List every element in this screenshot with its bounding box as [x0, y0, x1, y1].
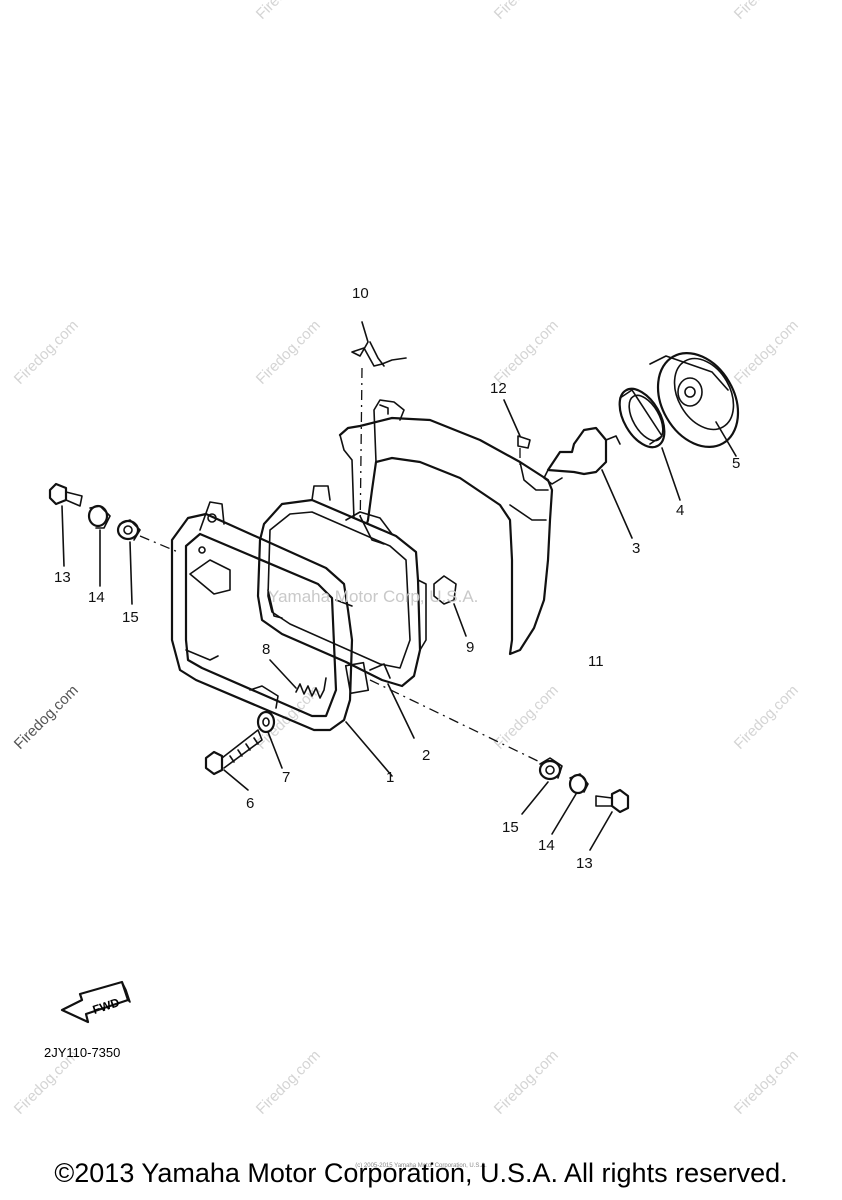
part-9-clip-nut [433, 575, 467, 637]
part-label-11: 11 [588, 653, 604, 670]
part-label-7: 7 [282, 769, 290, 786]
part-labels: 10 12 5 4 3 9 11 13 14 15 8 2 1 7 6 15 1… [54, 285, 740, 872]
watermark-text: Firedog.com [11, 682, 82, 753]
watermark-text: Firedog.com [731, 0, 802, 23]
watermark-center-text: Yamaha Motor Corp, U.S.A. [268, 587, 478, 606]
part-10-clip [351, 321, 407, 541]
diagram-ref-code: 2JY110-7350 [44, 1045, 120, 1060]
part-label-1: 1 [386, 769, 394, 786]
part-12-screw [503, 399, 531, 470]
watermark-text: Firedog.com [731, 682, 802, 753]
part-label-13-right: 13 [576, 855, 593, 872]
watermark-text: Firedog.com [491, 0, 562, 23]
part-label-3: 3 [632, 540, 640, 557]
part-1-headlight-rim [170, 501, 393, 777]
part-2-headlight-unit [256, 485, 427, 739]
fwd-arrow: FWD [60, 980, 131, 1024]
part-label-8: 8 [262, 641, 270, 658]
part-label-5: 5 [732, 455, 740, 472]
part-label-14-right: 14 [538, 837, 555, 854]
part-8-spring [269, 659, 327, 699]
part-label-10: 10 [352, 285, 369, 302]
part-label-15-left: 15 [122, 609, 139, 626]
part-3-bulb [543, 426, 633, 539]
watermark-text: Firedog.com [253, 0, 324, 23]
part-label-13-left: 13 [54, 569, 71, 586]
part-6-screw [204, 729, 263, 791]
part-label-4: 4 [676, 502, 684, 519]
watermark-text: Firedog.com [731, 317, 802, 388]
copyright-footer: ©2013 Yamaha Motor Corporation, U.S.A. A… [54, 1158, 788, 1188]
part-label-9: 9 [466, 639, 474, 656]
watermark-text: Firedog.com [491, 682, 562, 753]
watermark-text: Firedog.com [491, 1047, 562, 1118]
part-label-15-right: 15 [502, 819, 519, 836]
small-copyright: (c) 2005-2015 Yamaha Motor Corporation, … [355, 1163, 487, 1169]
part-label-12: 12 [490, 380, 507, 397]
part-4-ring [618, 387, 681, 501]
watermark-text: Firedog.com [253, 1047, 324, 1118]
part-5-cover-cap [649, 352, 740, 457]
watermark-text: Firedog.com [491, 317, 562, 388]
part-label-2: 2 [422, 747, 430, 764]
parts-left-fasteners [48, 482, 179, 605]
part-label-14-left: 14 [88, 589, 105, 606]
watermark-text: Firedog.com [11, 317, 82, 388]
part-label-6: 6 [246, 795, 254, 812]
parts-right-fasteners [369, 679, 630, 851]
watermark-text: Firedog.com [253, 317, 324, 388]
watermark-text: Firedog.com [731, 1047, 802, 1118]
part-7-washer [256, 710, 283, 769]
